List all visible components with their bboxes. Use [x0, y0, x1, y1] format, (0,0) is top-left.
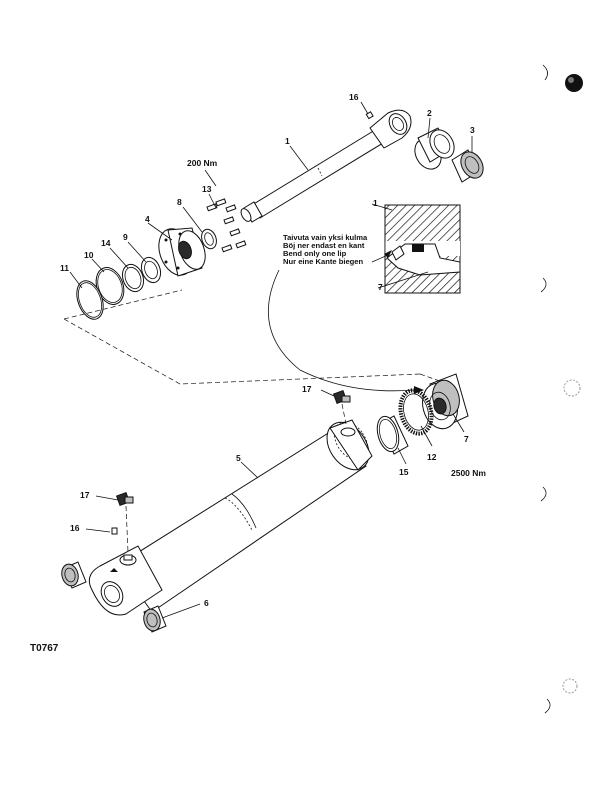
- bushing-6-left: [61, 561, 87, 589]
- callout-14: 14: [101, 238, 111, 248]
- bushing-2: [414, 127, 455, 170]
- bushing-6-right: [143, 605, 167, 633]
- lip-bend-note: Taivuta vain yksi kulma Böj ner endast e…: [283, 233, 368, 266]
- bolts-13: [206, 198, 247, 253]
- binding-marks: [540, 64, 583, 714]
- callout-16-lower: 16: [70, 523, 80, 533]
- callout-7: 7: [464, 434, 469, 444]
- callout-17-lower: 17: [80, 490, 90, 500]
- leader-lines: [69, 101, 473, 619]
- torque-piston-label: 2500 Nm: [451, 468, 486, 478]
- assembly-guide-lines: [63, 289, 449, 385]
- callout-10: 10: [84, 250, 94, 260]
- callout-8: 8: [177, 197, 182, 207]
- seal-detail-inset: [371, 203, 461, 294]
- callout-4: 4: [145, 214, 150, 224]
- callout-9: 9: [123, 232, 128, 242]
- binding-hole-icon: [565, 74, 583, 92]
- note-swedish: Böj ner endast en kant: [283, 241, 365, 250]
- callout-2: 2: [427, 108, 432, 118]
- grease-fitting-17-upper: [332, 389, 351, 425]
- bushing-3: [451, 149, 484, 183]
- torque-bolt-label: 200 Nm: [187, 158, 218, 168]
- seal-9: [140, 256, 162, 284]
- callout-13: 13: [202, 184, 212, 194]
- wear-ring-12: [398, 388, 434, 436]
- callout-1: 1: [285, 136, 290, 146]
- piston-rod: [240, 109, 412, 223]
- callout-6: 6: [204, 598, 209, 608]
- callout-5: 5: [236, 453, 241, 463]
- grease-fitting-17-lower: [115, 491, 134, 553]
- cylinder-tube-5: [88, 419, 373, 616]
- callout-3: 3: [470, 125, 475, 135]
- callout-7-detail: 7: [378, 282, 383, 292]
- spacer-15: [376, 415, 409, 455]
- callout-15: 15: [399, 467, 409, 477]
- callout-labels: 1 1 2 3 4 5 6 7 7 8 9 10 11 12 13 14 15 …: [60, 92, 475, 608]
- callout-1-detail: 1: [373, 198, 378, 208]
- note-english: Bend only one lip: [283, 249, 347, 258]
- seal-14: [121, 263, 145, 293]
- binding-hole-faint-icon: [563, 379, 581, 397]
- note-german: Nur eine Kante biegen: [283, 257, 364, 266]
- cylinder-head-4: [158, 227, 206, 277]
- note-finnish: Taivuta vain yksi kulma: [283, 233, 368, 242]
- callout-11: 11: [60, 263, 69, 273]
- callout-12: 12: [427, 452, 437, 462]
- grease-nipple-16-lower: [111, 527, 118, 535]
- callout-17-upper: 17: [302, 384, 312, 394]
- drawing-code: T0767: [30, 643, 59, 654]
- port-boss: [340, 427, 356, 437]
- piston-7: [422, 373, 469, 430]
- callout-16-top: 16: [349, 92, 359, 102]
